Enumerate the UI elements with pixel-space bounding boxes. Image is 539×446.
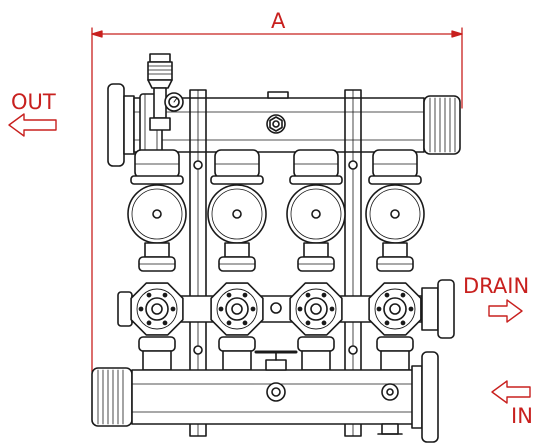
- inlet-label: IN: [511, 404, 533, 428]
- pressure-gauge-icon: [164, 92, 184, 112]
- drain-label: DRAIN: [463, 274, 530, 298]
- arrow-left-icon: [491, 380, 531, 404]
- outlet-label: OUT: [11, 90, 56, 114]
- valve-unit: [127, 149, 187, 371]
- inlet-manifold: [91, 351, 439, 443]
- ball-valve-icon: [254, 350, 298, 371]
- valve-unit: [365, 149, 425, 371]
- arrow-left-icon: [8, 113, 57, 137]
- dimension-a-line: [91, 27, 463, 373]
- valve-unit: [207, 149, 267, 371]
- valve-units: [127, 149, 425, 371]
- arrow-right-icon: [488, 299, 523, 323]
- valve-unit: [286, 149, 346, 371]
- dimension-a-label: A: [271, 9, 286, 33]
- air-release-valve-icon: [147, 53, 173, 131]
